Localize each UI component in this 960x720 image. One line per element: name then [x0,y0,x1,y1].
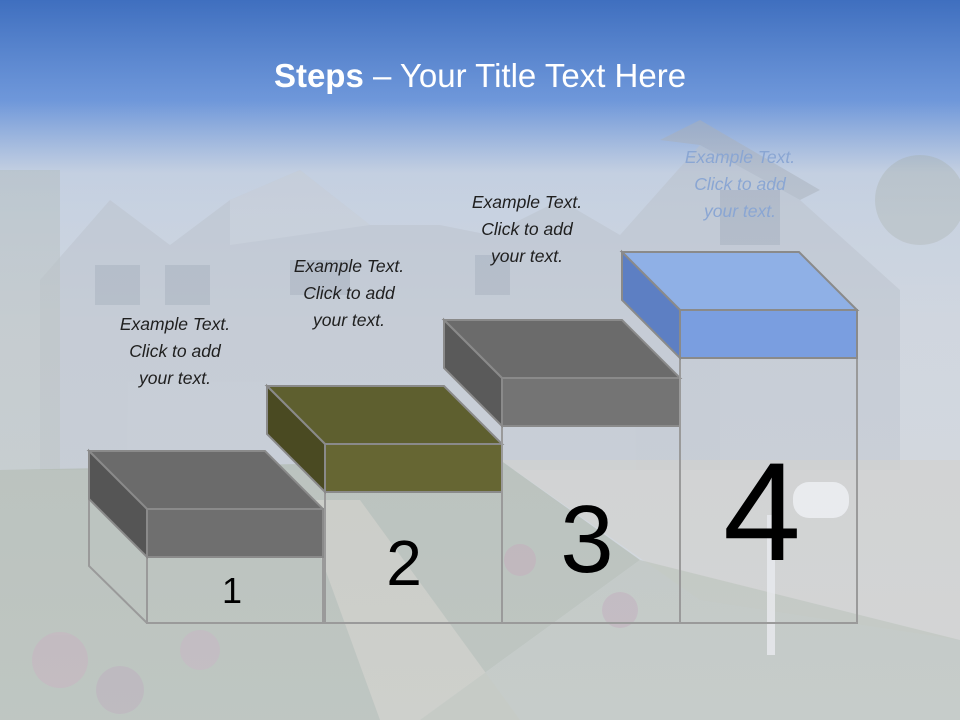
slide-title[interactable]: Steps – Your Title Text Here [0,52,960,100]
step-1-block-front [146,508,324,558]
title-bold-text: Steps [273,57,364,94]
step-2-text[interactable]: Example Text. Click to add your text. [293,256,405,330]
step-1-number: 1 [222,570,242,611]
step-3-number: 3 [560,486,613,593]
step-4-text[interactable]: Example Text. Click to add your text. [684,147,796,221]
step-4-block-front [679,309,858,359]
step-2-block-front [324,443,503,493]
step-1-text[interactable]: Example Text. Click to add your text. [119,314,231,388]
step-1-pedestal-side [88,499,148,624]
step-3-block-front [501,377,681,427]
title-text: – Your Title Text Here [363,57,687,94]
step-4-number: 4 [723,433,801,590]
step-3-text[interactable]: Example Text. Click to add your text. [471,192,583,266]
step-2-number: 2 [386,527,422,599]
